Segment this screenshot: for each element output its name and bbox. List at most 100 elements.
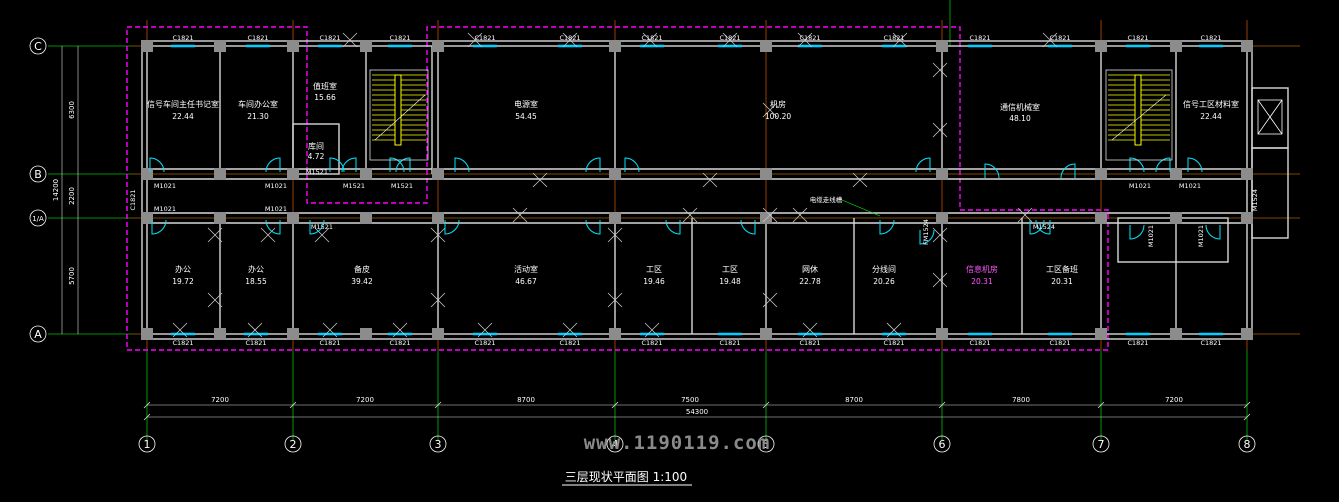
window-label: C1821 <box>883 339 904 347</box>
room-area: 22.44 <box>1200 112 1222 121</box>
axis-bubble <box>1238 435 1256 453</box>
dim-tick <box>289 401 297 409</box>
axis-bubble <box>606 435 624 453</box>
dimension-labels-bottom: 7200 7200 8700 7500 8700 7800 7200 54300 <box>211 396 1183 416</box>
door-label: M1021 <box>154 182 176 190</box>
x-mark <box>477 322 493 338</box>
axis-grid-lines <box>48 20 1300 440</box>
dim-tick <box>143 413 151 421</box>
door-swing <box>444 219 460 235</box>
x-mark <box>322 322 338 338</box>
room-name: 网休 <box>802 264 818 274</box>
door-label-vertical: M1524 <box>1251 189 1259 211</box>
door-swing <box>1035 219 1051 235</box>
room-area: 15.66 <box>314 93 336 102</box>
column <box>1241 328 1253 340</box>
room-area: 21.30 <box>247 112 269 121</box>
axis-bubble <box>138 435 156 453</box>
room-area: 39.42 <box>351 277 373 286</box>
column <box>141 40 153 52</box>
column <box>1095 40 1107 52</box>
column <box>287 168 299 180</box>
axis-label-h: 8 <box>1244 438 1251 451</box>
dim-label: 8700 <box>517 396 535 404</box>
x-mark <box>642 32 658 48</box>
column <box>432 212 444 224</box>
axis-label-h: 7 <box>1098 438 1105 451</box>
column <box>432 328 444 340</box>
window-label: C1821 <box>719 34 740 42</box>
dim-tick <box>434 401 442 409</box>
window-label: C1821 <box>559 34 580 42</box>
column <box>1170 212 1182 224</box>
room-area: 20.26 <box>873 277 895 286</box>
axis-label-v: B <box>34 168 42 181</box>
column <box>287 212 299 224</box>
x-mark <box>932 227 948 243</box>
axis-label-v: C <box>34 40 42 53</box>
dim-label: 7800 <box>1012 396 1030 404</box>
door-swing <box>149 157 165 173</box>
column <box>360 168 372 180</box>
axis-bubbles-vertical: C B 1/A A <box>29 37 47 343</box>
window-label: C1821 <box>969 34 990 42</box>
window-label: C1821 <box>172 34 193 42</box>
dim-label: 7200 <box>356 396 374 404</box>
door-swing <box>624 157 640 173</box>
room-name: 电源室 <box>514 99 538 109</box>
door-swing <box>1060 163 1076 179</box>
door-label: M1021 <box>265 205 287 213</box>
window-label: C1821 <box>719 339 740 347</box>
x-mark <box>314 227 330 243</box>
dim-tick <box>1243 401 1251 409</box>
column <box>1170 168 1182 180</box>
room-name: 车间办公室 <box>238 99 278 109</box>
window-label: C1821 <box>799 34 820 42</box>
column <box>141 328 153 340</box>
x-mark <box>762 292 778 308</box>
column <box>432 40 444 52</box>
x-mark <box>207 227 223 243</box>
room-name: 通信机械室 <box>1000 102 1040 112</box>
door-swing <box>1029 219 1045 235</box>
x-mark <box>644 322 660 338</box>
door-label: M1524 <box>1033 223 1055 231</box>
x-mark <box>430 227 446 243</box>
x-mark <box>532 172 548 188</box>
door-swing <box>329 157 345 173</box>
window-label: C1821 <box>1049 34 1070 42</box>
door-swing <box>984 163 1000 179</box>
room-area: 18.55 <box>245 277 267 286</box>
window-label: C1821 <box>172 339 193 347</box>
column <box>1241 168 1253 180</box>
window-label: C1821 <box>641 339 662 347</box>
x-mark <box>932 272 948 288</box>
x-mark <box>207 292 223 308</box>
window-label: C1821 <box>319 339 340 347</box>
window-label: C1821 <box>1049 339 1070 347</box>
x-mark <box>702 172 718 188</box>
dimensions-bottom <box>147 404 1247 418</box>
x-mark <box>607 227 623 243</box>
column <box>609 212 621 224</box>
axis-label-h: 6 <box>939 438 946 451</box>
door-label: M1021 <box>1179 182 1201 190</box>
door-label-vertical: FM1524 <box>922 219 930 245</box>
column <box>432 168 444 180</box>
x-mark <box>342 32 358 48</box>
x-mark <box>892 32 908 48</box>
axis-bubble <box>1092 435 1110 453</box>
drawing-title: 三层现状平面图 1:100 <box>565 470 687 484</box>
rooms-bottom: 办公 19.72 办公 18.55 备皮 39.42 活动室 46.67 工区 … <box>172 264 1078 286</box>
door-swing <box>919 229 935 245</box>
axis-label-h: 5 <box>763 438 770 451</box>
column <box>1095 168 1107 180</box>
window-label: C1821 <box>474 34 495 42</box>
column <box>360 212 372 224</box>
window-label: C1821 <box>389 339 410 347</box>
x-mark <box>762 102 778 118</box>
axis-bubble <box>757 435 775 453</box>
column <box>287 40 299 52</box>
